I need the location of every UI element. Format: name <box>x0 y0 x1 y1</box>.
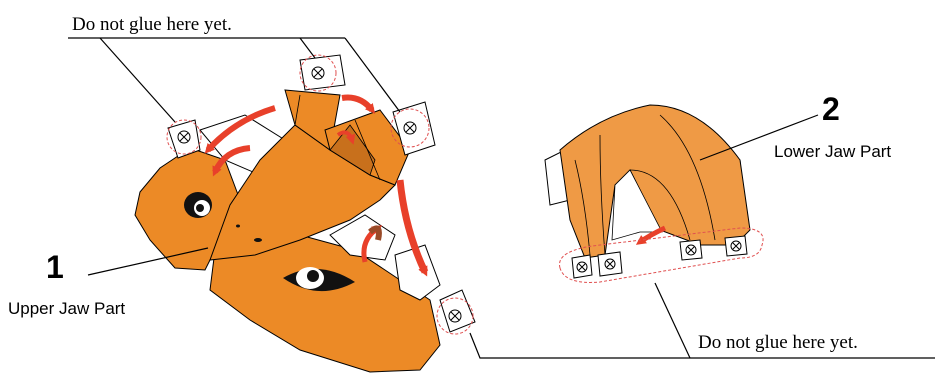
leader-line <box>654 282 691 359</box>
nostril <box>254 238 262 242</box>
glue-tab <box>724 235 748 257</box>
fold-line <box>659 114 716 241</box>
fold-arrow-icon <box>336 130 356 145</box>
eye-icon <box>283 267 355 292</box>
fold-arrow-icon <box>212 145 251 177</box>
glue-tab-cross-icon <box>403 121 417 135</box>
glue-tab-cross-icon <box>311 66 325 80</box>
fold-line <box>599 134 606 256</box>
glue-tab <box>299 54 346 92</box>
part-2-number: 2 <box>822 91 840 127</box>
glue-tab <box>436 289 476 335</box>
glue-area-outline <box>559 227 764 283</box>
side-panel-white <box>394 244 441 301</box>
bottom-glue-note: Do not glue here yet. <box>698 332 858 353</box>
leader-line <box>469 332 935 359</box>
glue-tab <box>571 254 593 279</box>
lower-jaw-part <box>544 104 764 283</box>
glue-tab-row <box>559 227 764 283</box>
glue-tab-cross-icon <box>576 261 588 273</box>
fold-line <box>629 169 691 241</box>
fold-arrow-icon <box>341 94 376 114</box>
nostril <box>236 224 240 228</box>
glue-tab-cross-icon <box>604 258 616 270</box>
top-glue-note: Do not glue here yet. <box>72 14 232 35</box>
fold-line <box>294 94 301 126</box>
glue-tab <box>597 251 623 277</box>
fold-line <box>574 159 591 256</box>
glue-tab <box>166 119 202 159</box>
glue-tab <box>390 101 436 156</box>
leader-line <box>87 247 209 276</box>
fold-line <box>354 119 381 181</box>
callout-lines <box>68 37 935 359</box>
fold-arrow-icon <box>396 179 429 277</box>
glue-tab-cross-icon <box>177 130 191 144</box>
fold-arrow-icon <box>635 225 667 245</box>
lower-jaw-inner-gap <box>611 169 663 241</box>
glue-tab-cross-icon <box>685 244 697 256</box>
leader-line <box>344 37 401 113</box>
leader-line <box>699 114 819 161</box>
leader-line <box>299 37 316 59</box>
leader-line <box>99 37 176 123</box>
fold-arrow-icon <box>204 105 276 154</box>
glue-tab <box>679 239 703 261</box>
glue-tab-cross-icon <box>730 240 742 252</box>
eye-icon <box>184 192 212 218</box>
part-1-number: 1 <box>46 249 64 285</box>
upper-jaw-part <box>134 54 476 373</box>
glue-tab-cross-icon <box>448 309 462 323</box>
part-2-label: Lower Jaw Part <box>774 142 891 161</box>
fold-arrow-brown <box>368 225 382 241</box>
part-1-label: Upper Jaw Part <box>8 299 125 318</box>
